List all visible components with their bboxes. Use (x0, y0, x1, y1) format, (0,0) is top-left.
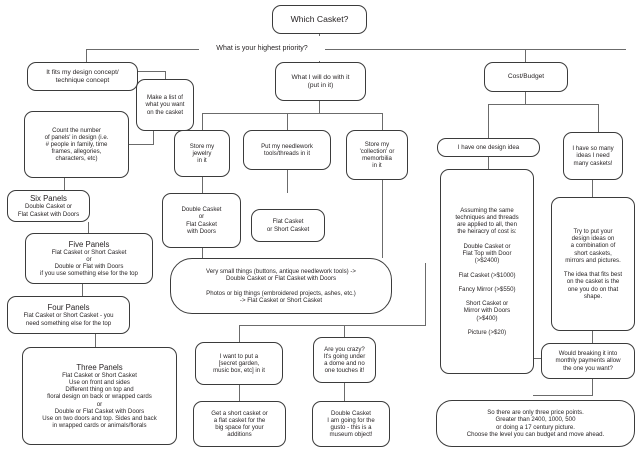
node-jewelry-answer-label: Double Casket or Flat Casket with Doors (181, 206, 222, 235)
connector-use-to-collection (382, 113, 383, 130)
connector-cost-spine (488, 104, 598, 105)
connector-monthly-to-summary (592, 379, 593, 395)
connector-crazy-to-answer (344, 383, 345, 401)
node-crazy-answer-label: Double Casket I am going for the gusto -… (327, 409, 375, 439)
node-four-panels[interactable]: Four Panels Flat Casket or Short Casket … (7, 296, 130, 334)
node-six-panels[interactable]: Six Panels Double Casket or Flat Casket … (7, 190, 90, 222)
node-combination-advice-label: Try to put your design ideas on a combin… (563, 228, 623, 300)
node-store-collection-label: Store my 'collection' or memorbilia in i… (359, 140, 395, 170)
question-highest-priority-label: What is your highest priority? (216, 44, 308, 53)
connector-cost-to-manyideas (598, 104, 599, 132)
node-cost-budget[interactable]: Cost/Budget (484, 62, 568, 92)
node-which-casket-label: Which Casket? (290, 14, 349, 25)
node-cost-budget-label: Cost/Budget (507, 73, 545, 81)
node-six-panels-title: Six Panels (30, 194, 67, 204)
node-store-jewelry[interactable]: Store my jewelry in it (174, 130, 230, 177)
node-one-design-idea-label: I have one design idea (457, 143, 520, 151)
node-price-summary[interactable]: So there are only three price points. Gr… (436, 400, 635, 447)
connector-jewelry-to-answer (202, 177, 203, 193)
node-are-you-crazy-label: Are you crazy? It's going under a dome a… (323, 345, 366, 375)
node-four-panels-title: Four Panels (47, 303, 90, 313)
node-store-collection[interactable]: Store my 'collection' or memorbilia in i… (346, 130, 408, 180)
connector-manyideas-to-combination (592, 180, 593, 197)
node-cost-hierarchy[interactable]: Assuming the same techniques and threads… (440, 169, 534, 374)
connector-spine-to-design (86, 49, 87, 62)
node-monthly-payments[interactable]: Would breaking it into monthly payments … (541, 343, 635, 379)
node-what-i-will-do[interactable]: What I will do with it (put in it) (275, 62, 366, 101)
connector-makelist-down (153, 131, 154, 144)
node-design-concept[interactable]: It fits my design concept/ technique con… (27, 62, 138, 91)
node-needlework-answer-label: Flat Casket or Short Casket (266, 218, 310, 233)
connector-cost-down (525, 92, 526, 104)
connector-main-spine (86, 49, 626, 50)
node-four-panels-body: Flat Casket or Short Casket - you need s… (23, 312, 114, 327)
connector-spine-to-secretgarden (239, 325, 240, 342)
connector-secretgarden-to-answer (239, 385, 240, 401)
connector-spine-to-crazy (344, 325, 345, 337)
node-which-casket[interactable]: Which Casket? (272, 5, 367, 34)
node-needlework-answer[interactable]: Flat Casket or Short Casket (251, 209, 325, 242)
node-needlework-tools-label: Put my needlework tools/threads in it (261, 142, 313, 157)
connector-use-spine (202, 113, 382, 114)
node-five-panels-title: Five Panels (68, 239, 110, 249)
node-make-a-list[interactable]: Make a list of what you want on the cask… (136, 79, 194, 131)
connector-oneidea-to-hierarchy (488, 157, 489, 169)
node-count-panels[interactable]: Count the number of panels' in design (i… (24, 111, 129, 178)
node-secret-garden-answer[interactable]: Get a short casket or a flat casket for … (193, 401, 286, 447)
node-crazy-answer[interactable]: Double Casket I am going for the gusto -… (312, 401, 390, 447)
connector-jewelryans-to-note (202, 248, 203, 258)
connector-spine-to-cost (525, 49, 526, 62)
node-are-you-crazy[interactable]: Are you crazy? It's going under a dome a… (313, 337, 376, 383)
node-sizing-note-label: Very small things (buttons, antique need… (206, 268, 356, 304)
node-make-a-list-label: Make a list of what you want on the cask… (145, 94, 185, 116)
node-design-concept-label: It fits my design concept/ technique con… (46, 68, 119, 84)
node-count-panels-label: Count the number of panels' in design (i… (44, 126, 109, 163)
connector-count-to-six (64, 178, 65, 190)
node-sizing-note[interactable]: Very small things (buttons, antique need… (170, 258, 392, 314)
connector-needlework-to-answer (287, 170, 288, 193)
node-cost-hierarchy-label: Assuming the same techniques and threads… (455, 206, 519, 336)
connector-six-to-five (88, 222, 89, 233)
connector-four-to-three (95, 334, 96, 347)
node-five-panels-body: Flat Casket or Short Casket or Double or… (40, 248, 138, 278)
node-three-panels[interactable]: Three Panels Flat Casket or Short Casket… (22, 347, 177, 445)
node-needlework-tools[interactable]: Put my needlework tools/threads in it (243, 130, 331, 170)
connector-bottom-spine (239, 325, 426, 326)
node-combination-advice[interactable]: Try to put your design ideas on a combin… (551, 197, 635, 331)
node-monthly-payments-label: Would breaking it into monthly payments … (555, 350, 621, 372)
node-store-jewelry-label: Store my jewelry in it (189, 142, 215, 165)
node-five-panels[interactable]: Five Panels Flat Casket or Short Casket … (25, 233, 153, 284)
node-what-i-will-do-label: What I will do with it (put in it) (291, 73, 350, 89)
node-one-design-idea[interactable]: I have one design idea (437, 138, 540, 157)
connector-summary-top (533, 395, 593, 396)
connector-use-to-needlework (287, 113, 288, 130)
connector-makelist-to-count (127, 144, 154, 145)
node-jewelry-answer[interactable]: Double Casket or Flat Casket with Doors (162, 193, 241, 248)
question-highest-priority: What is your highest priority? (199, 36, 325, 62)
node-secret-garden[interactable]: I want to put a [secret garden, music bo… (195, 342, 283, 385)
node-many-ideas[interactable]: I have so many ideas I need many caskets… (563, 132, 623, 180)
node-price-summary-label: So there are only three price points. Gr… (466, 409, 605, 438)
node-secret-garden-answer-label: Get a short casket or a flat casket for … (211, 409, 268, 439)
connector-collection-down (382, 180, 383, 258)
connector-design-to-makelist (138, 71, 165, 72)
connector-five-to-four (82, 284, 83, 296)
connector-use-down (319, 101, 320, 113)
connector-note-right-down (425, 263, 426, 325)
node-three-panels-body: Flat Casket or Short Casket Use on front… (42, 371, 157, 430)
node-three-panels-title: Three Panels (76, 362, 123, 372)
connector-combination-to-monthly (592, 331, 593, 343)
connector-cost-to-oneidea (488, 104, 489, 138)
node-six-panels-body: Double Casket or Flat Casket with Doors (17, 203, 80, 218)
node-secret-garden-label: I want to put a [secret garden, music bo… (213, 352, 265, 375)
connector-use-to-jewelry (202, 113, 203, 130)
node-many-ideas-label: I have so many ideas I need many caskets… (572, 145, 614, 167)
